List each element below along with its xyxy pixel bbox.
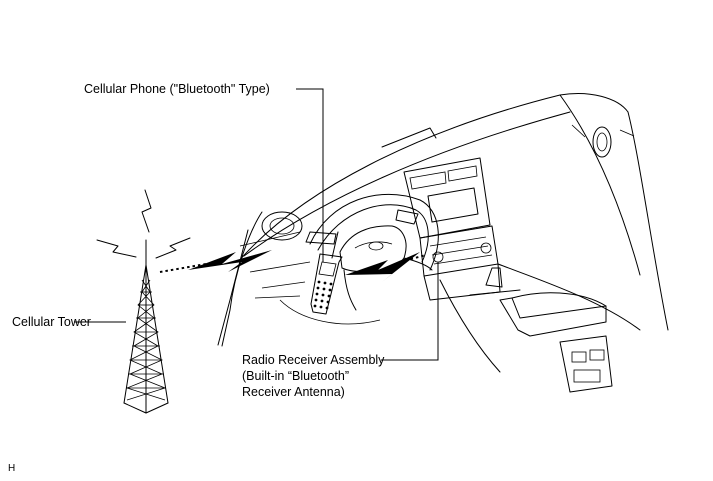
vehicle-dashboard [217,93,669,393]
signal-link-phone-radio [345,252,427,282]
cellular-tower-label: Cellular Tower [12,315,91,329]
radio-receiver-label-line-1: Radio Receiver Assembly [242,353,385,367]
cellular-phone-label: Cellular Phone ("Bluetooth" Type) [84,82,270,96]
radio-receiver-label: Radio Receiver Assembly (Built-in “Bluet… [242,352,384,400]
signal-link-tower-phone [159,250,272,273]
cellular-tower [123,239,169,414]
cellular-phone [310,231,343,315]
radio-receiver-label-line-2: (Built-in “Bluetooth” [242,369,349,383]
tower-signal-waves [96,189,191,259]
radio-leader-line [381,262,439,361]
figure-code: H [8,463,16,474]
radio-receiver-label-line-3: Receiver Antenna) [242,385,345,399]
phone-leader-line [296,88,324,262]
leader-lines [74,88,439,361]
